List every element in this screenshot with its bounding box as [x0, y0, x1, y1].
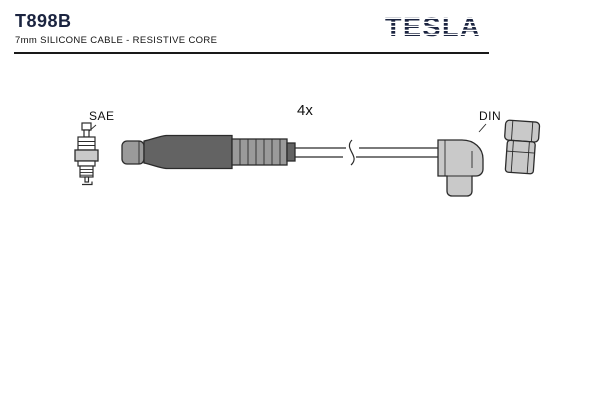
din-elbow-boot-drawing — [437, 139, 484, 197]
tesla-logo: TESLA — [385, 12, 481, 42]
quantity-label: 4x — [297, 102, 313, 119]
brand-text: TESLA — [385, 12, 481, 42]
din-label: DIN — [479, 109, 502, 123]
sae-straight-boot-drawing — [121, 134, 296, 170]
cable-spec-subtitle: 7mm SILICONE CABLE - RESISTIVE CORE — [15, 35, 218, 46]
cable-break-symbol — [348, 139, 355, 166]
sae-label: SAE — [89, 109, 115, 123]
din-terminal-drawing — [504, 119, 541, 175]
header-divider — [14, 52, 489, 54]
spark-plug-drawing — [74, 122, 99, 186]
part-number: T898B — [15, 11, 72, 31]
din-leader-line — [478, 123, 487, 133]
cable-drawing — [295, 139, 441, 166]
